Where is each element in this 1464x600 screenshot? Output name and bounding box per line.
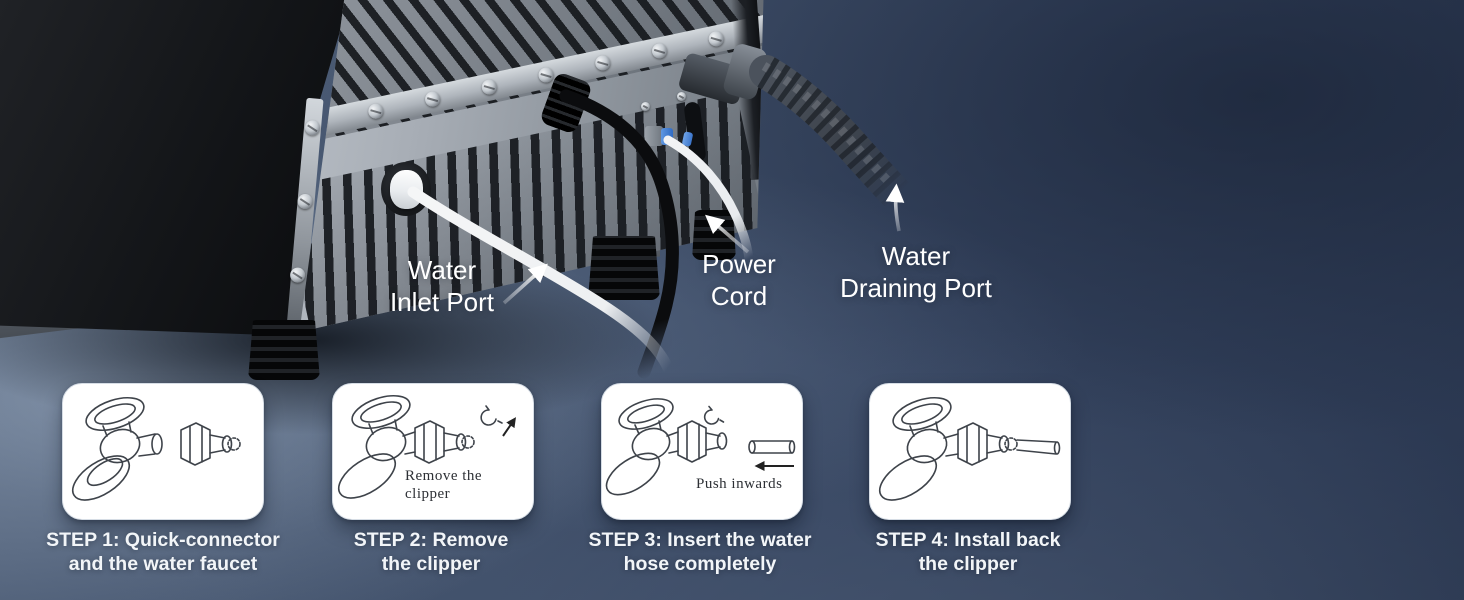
water-inlet-port-label: Water Inlet Port [352,254,532,318]
screw-icon [480,78,499,96]
screw-icon [304,119,321,136]
step-1-illustration [71,396,241,501]
step-4-caption: STEP 4: Install back the clipper [828,528,1108,576]
power-cord-label: Power Cord [678,248,800,312]
step-2-inset-text: clipper [405,486,450,502]
step-2-caption: STEP 2: Remove the clipper [291,528,571,576]
drain-fitting-blue-sleeve [661,128,673,145]
step-3-inset-text: Push inwards [696,476,782,492]
machine-foot [248,320,320,380]
caption-line: STEP 4: Install back [875,529,1061,551]
label-line: Water [407,255,477,285]
caption-line: STEP 3: Insert the water [588,529,812,551]
step-4-illustration [878,396,1061,501]
water-draining-port-label: Water Draining Port [820,240,1012,304]
label-line: Inlet Port [389,287,495,317]
step-4-card [869,383,1071,520]
screw-icon [677,92,686,101]
screw-icon [289,266,306,284]
label-line: Water [881,241,951,271]
caption-line: the clipper [918,553,1018,575]
screw-icon [707,29,726,48]
caption-line: and the water faucet [68,553,258,575]
caption-line: hose completely [623,553,777,575]
step-1-caption: STEP 1: Quick-connector and the water fa… [23,528,303,576]
step-1-card [62,383,264,520]
label-line: Power [702,249,776,279]
step-3-illustration: Push inwards [605,398,796,496]
screw-icon [296,193,314,210]
step-3-caption: STEP 3: Insert the water hose completely [560,528,840,576]
screw-icon [593,54,612,72]
screw-icon [366,102,385,121]
step-3-card: Push inwards [601,383,803,520]
step-2-card: Remove the clipper [332,383,534,520]
screw-icon [423,90,442,109]
screw-icon [537,66,555,84]
caption-line: the clipper [381,553,481,575]
step-2-illustration: Remove the clipper [337,394,516,502]
screw-icon [650,42,669,60]
caption-line: STEP 2: Remove [353,529,509,551]
machine-foot [588,236,660,300]
caption-line: STEP 1: Quick-connector [46,529,280,551]
label-line: Draining Port [840,273,992,303]
label-line: Cord [710,281,768,311]
arrow-up-icon [885,183,905,232]
screw-icon [641,102,650,111]
water-draining-hose [749,55,915,213]
step-2-inset-text: Remove the [405,468,482,484]
water-inlet-port [390,170,423,209]
